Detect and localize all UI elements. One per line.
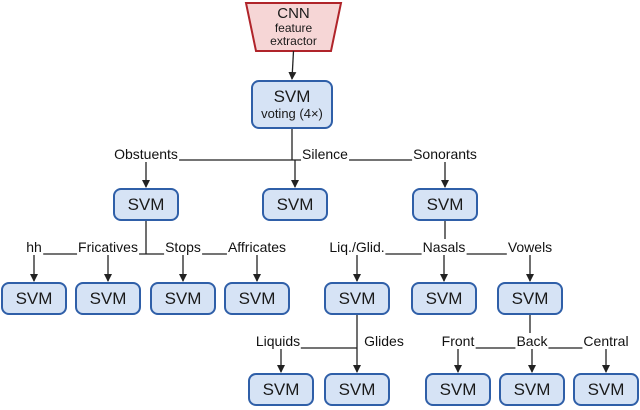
svm-node-back: SVM [499,373,565,406]
node-text: SVM [425,288,463,308]
node-text: SVM [338,379,376,399]
edge-arrow [288,50,297,80]
node-text: CNN [277,5,310,22]
node-text: SVM [127,194,165,214]
branch-label: Nasals [421,239,467,255]
node-text: SVM [511,288,549,308]
svm-node-hh: SVM [1,282,67,315]
branch-label: Obstuents [113,146,179,162]
svm-node-nas: SVM [411,282,477,315]
svm-node-son: SVM [412,188,478,221]
svm-node-sil: SVM [262,188,328,221]
node-text: SVM [276,194,314,214]
cnn-extractor-shape [244,2,343,52]
node-text: SVM [262,379,300,399]
node-text: extractor [270,34,317,48]
branch-label: Central [582,333,630,349]
svm-node-front: SVM [425,373,491,406]
svm-node-gli: SVM [324,373,390,406]
node-text: SVM [513,379,551,399]
node-text: feature [274,21,313,35]
node-text: SVM [426,194,464,214]
svm-node-fric: SVM [75,282,141,315]
branch-label: Affricates [226,239,288,255]
branch-label: Fricatives [77,239,139,255]
node-text: SVM [338,288,376,308]
svm-node-cent: SVM [573,373,639,406]
svm-node-stops: SVM [150,282,216,315]
svm-node-liq: SVM [248,373,314,406]
svm-node-liqg: SVM [324,282,390,315]
branch-label: Front [440,333,476,349]
node-text: SVM [439,379,477,399]
svm-node-vow: SVM [497,282,563,315]
branch-label: Silence [301,146,349,162]
node-text: SVM [273,87,311,106]
branch-label: Back [515,333,549,349]
branch-label: Liquids [254,333,302,349]
node-text: SVM [15,288,53,308]
svm-node-obs: SVM [113,188,179,221]
branch-label: Liq./Glid. [328,239,386,255]
branch-label: hh [25,239,43,255]
node-text: SVM [238,288,276,308]
branch-label: Glides [363,333,405,349]
svm-node-affr: SVM [224,282,290,315]
branch-label: Vowels [506,239,554,255]
node-text: SVM [587,379,625,399]
node-text: SVM [89,288,127,308]
branch-label: Sonorants [412,146,478,162]
node-text: voting (4×) [261,106,323,121]
node-text: SVM [164,288,202,308]
branch-label: Stops [164,239,202,255]
